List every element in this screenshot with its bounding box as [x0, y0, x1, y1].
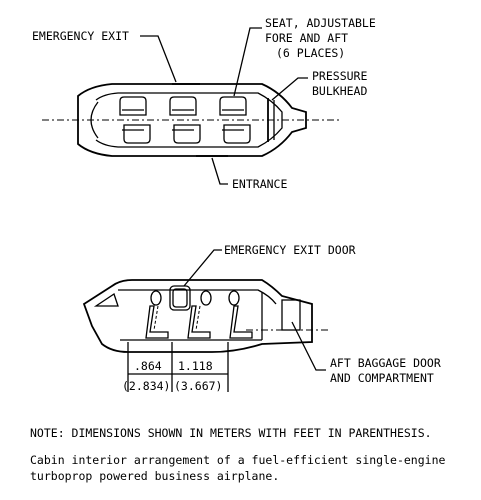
- label-seat-line1: SEAT, ADJUSTABLE: [265, 16, 376, 30]
- label-emergency-exit: EMERGENCY EXIT: [32, 29, 129, 43]
- dim-value-meters: 1.118: [178, 359, 213, 373]
- cabin-ceiling: [118, 289, 277, 305]
- seats: [119, 96, 251, 144]
- dimensions-note: NOTE: DIMENSIONS SHOWN IN METERS WITH FE…: [30, 426, 432, 440]
- leader-emergency-exit: [140, 35, 177, 83]
- label-entrance: ENTRANCE: [232, 177, 287, 191]
- label-aft-baggage-line2: AND COMPARTMENT: [330, 371, 434, 385]
- dim-value-feet: (2.834): [122, 379, 170, 393]
- seat: [169, 96, 197, 116]
- side-seat: [187, 305, 211, 339]
- label-pressure: PRESSURE: [312, 69, 367, 83]
- side-seat: [229, 305, 253, 339]
- side-seats: [145, 305, 253, 339]
- label-aft-baggage-line1: AFT BAGGAGE DOOR: [330, 356, 441, 370]
- cabin-window: [200, 290, 212, 306]
- leader-aft-baggage: [291, 321, 326, 371]
- emergency-exit-door: [169, 285, 191, 311]
- windshield: [93, 292, 119, 307]
- figure-caption: Cabin interior arrangement of a fuel-eff…: [30, 453, 446, 483]
- side-seat-outline: [153, 305, 159, 331]
- cabin-inner-wall: [95, 92, 283, 148]
- cockpit-nose-curve: [90, 101, 99, 139]
- cabin-window: [150, 290, 162, 306]
- label-seat-line3: (6 PLACES): [276, 46, 345, 60]
- leader-entrance: [211, 157, 228, 185]
- top-view: EMERGENCY EXIT SEAT, ADJUSTABLE FORE AND…: [32, 16, 376, 191]
- side-seat: [145, 305, 169, 339]
- seat: [172, 124, 201, 144]
- cabin-window: [228, 290, 240, 306]
- leader-seat: [233, 27, 262, 97]
- cabin-arrangement-diagram: EMERGENCY EXIT SEAT, ADJUSTABLE FORE AND…: [32, 16, 441, 393]
- label-seat-line2: FORE AND AFT: [265, 31, 348, 45]
- dim-value-feet: (3.667): [174, 379, 222, 393]
- leader-pressure-bulkhead: [271, 77, 308, 101]
- seat: [122, 124, 151, 144]
- label-emergency-exit-door: EMERGENCY EXIT DOOR: [224, 243, 356, 257]
- seat: [222, 124, 251, 144]
- dim-value-meters: .864: [134, 359, 162, 373]
- label-bulkhead: BULKHEAD: [312, 84, 367, 98]
- fuselage-plan-outline: [77, 83, 307, 157]
- leader-emergency-exit-door: [183, 249, 222, 287]
- emergency-exit-door-inner: [172, 288, 188, 308]
- fuselage-side-outline: [82, 279, 313, 353]
- seat: [219, 96, 247, 116]
- side-seat-outline: [195, 305, 201, 331]
- side-view: .864 1.118 (2.834) (3.667) EMERGENCY EXI…: [82, 243, 441, 393]
- dimensions: .864 1.118 (2.834) (3.667): [122, 342, 229, 393]
- seat: [119, 96, 147, 116]
- aft-baggage-door: [281, 299, 301, 331]
